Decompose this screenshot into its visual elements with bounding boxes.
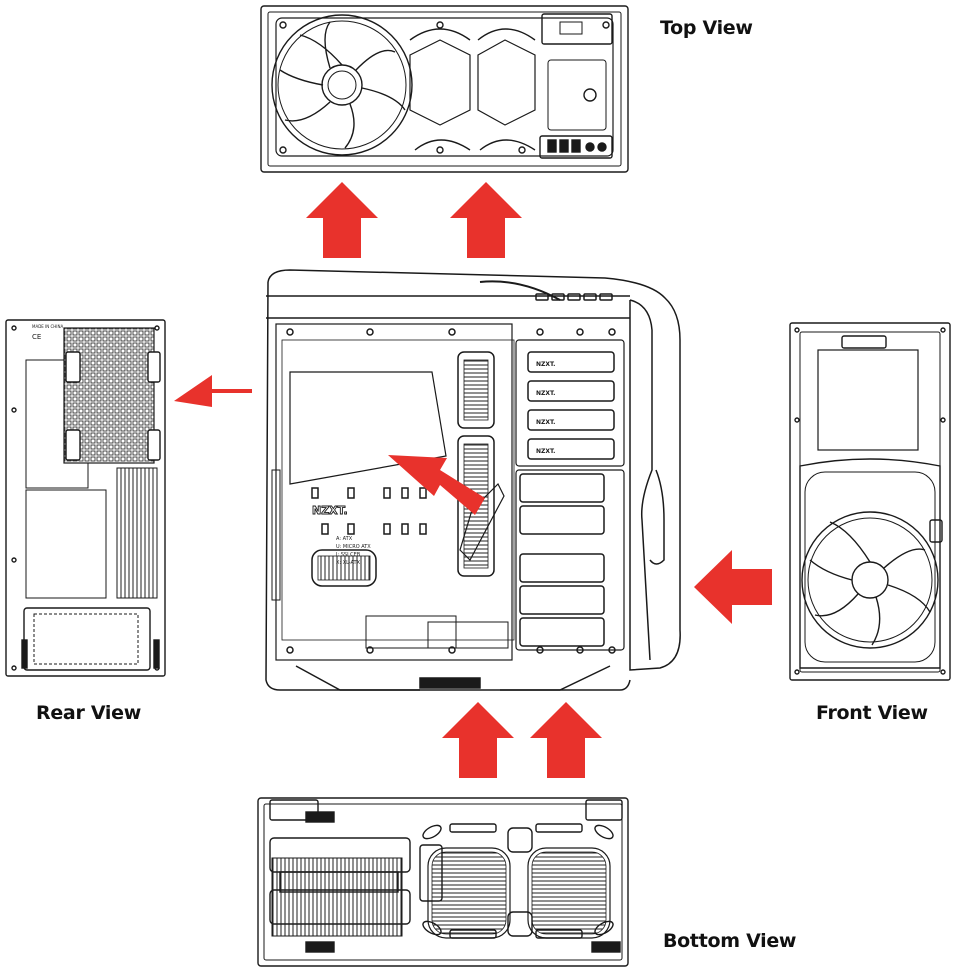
arrow-top-exhaust-left (306, 182, 378, 258)
mb-legend-ssi-ceb: I: SSI CEB (336, 552, 361, 558)
bay-label-3: NZXT. (536, 419, 555, 426)
case-logo: NZXT. (312, 504, 348, 517)
bay-label-2: NZXT. (536, 390, 555, 397)
bay-label-1: NZXT. (536, 361, 555, 368)
rear-marks-label: CE (32, 333, 41, 341)
bottom-view-panel (257, 797, 629, 967)
arrow-internal-flow (388, 455, 485, 515)
case-side-view (265, 269, 681, 691)
mb-legend-atx: A: ATX (336, 536, 353, 542)
bottom-view-label: Bottom View (663, 930, 797, 952)
arrow-bottom-intake-right (530, 702, 602, 778)
front-view-label: Front View (816, 702, 928, 724)
mb-legend-xl-atx: X: XL-ATX (336, 560, 361, 566)
arrow-front-intake (694, 550, 772, 624)
top-view-panel (260, 5, 629, 173)
mb-legend-micro-atx: U: MICRO ATX (336, 544, 371, 550)
top-fan (271, 14, 413, 156)
front-fan (801, 511, 939, 649)
front-view-panel (789, 322, 951, 681)
top-view-label: Top View (660, 17, 753, 39)
bay-label-4: NZXT. (536, 448, 555, 455)
arrow-bottom-intake-left (442, 702, 514, 778)
rear-view-label: Rear View (36, 702, 141, 724)
airflow-arrows (174, 182, 772, 778)
rear-made-in-label: MADE IN CHINA (32, 324, 63, 329)
arrow-rear-exhaust (174, 375, 252, 407)
rear-view-panel (5, 319, 166, 677)
arrow-top-exhaust-right (450, 182, 522, 258)
